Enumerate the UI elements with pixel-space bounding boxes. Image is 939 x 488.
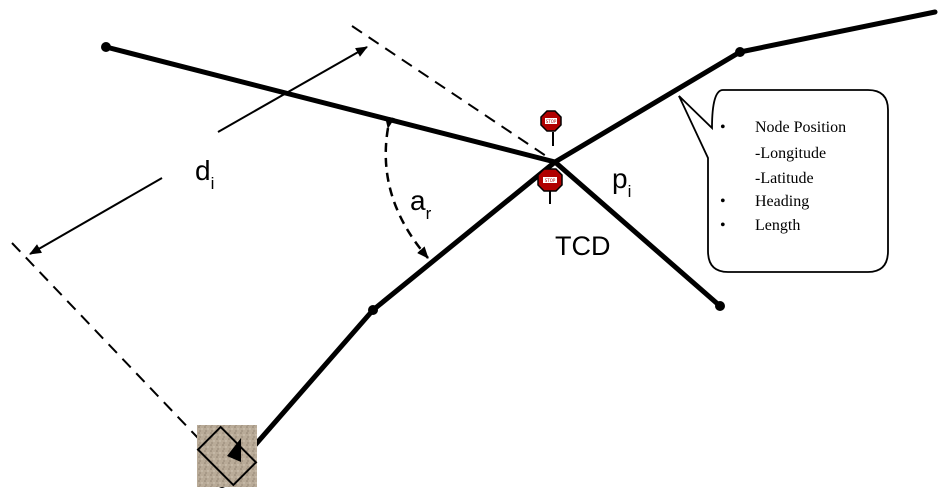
vehicle-direction-icon <box>227 438 241 462</box>
distance-label: di <box>195 155 214 193</box>
stop-sign-upper-text: STOP <box>546 119 557 124</box>
callout-item-length: Length <box>755 217 800 234</box>
callout-item-node-position: Node Position <box>755 119 846 136</box>
callout-item-longitude: -Longitude <box>755 145 826 162</box>
stop-sign-lower: STOP <box>537 168 563 204</box>
node-incoming-start <box>101 42 111 52</box>
callout-bullet-1: • <box>720 119 726 136</box>
tcd-road-segment <box>552 159 723 309</box>
stop-sign-lower-text: STOP <box>545 178 556 183</box>
vehicle-marker <box>196 425 258 487</box>
approach-road-segment <box>219 159 558 486</box>
callout-item-latitude: -Latitude <box>755 170 814 187</box>
callout-bullet-3: • <box>720 217 726 234</box>
node-approach-mid <box>368 305 378 315</box>
callout-item-heading: Heading <box>755 193 809 210</box>
angle-label: ar <box>410 185 432 223</box>
callout-bubble <box>678 89 889 273</box>
incoming-road-segment <box>103 44 558 165</box>
distance-arrow-lower <box>29 177 163 255</box>
callout-bullet-2: • <box>720 193 726 210</box>
intersection-baseline <box>351 25 556 163</box>
node-outgoing-mid <box>735 47 745 57</box>
callout-list: • Node Position -Longitude -Latitude • H… <box>720 119 846 234</box>
distance-arrow-upper <box>217 46 368 133</box>
stop-sign-upper: STOP <box>540 110 562 146</box>
distance-baseline <box>11 242 199 439</box>
angle-arc <box>384 116 429 259</box>
node-tcd-end <box>715 301 725 311</box>
tcd-label: TCD <box>555 231 611 261</box>
position-label: pi <box>612 163 631 201</box>
